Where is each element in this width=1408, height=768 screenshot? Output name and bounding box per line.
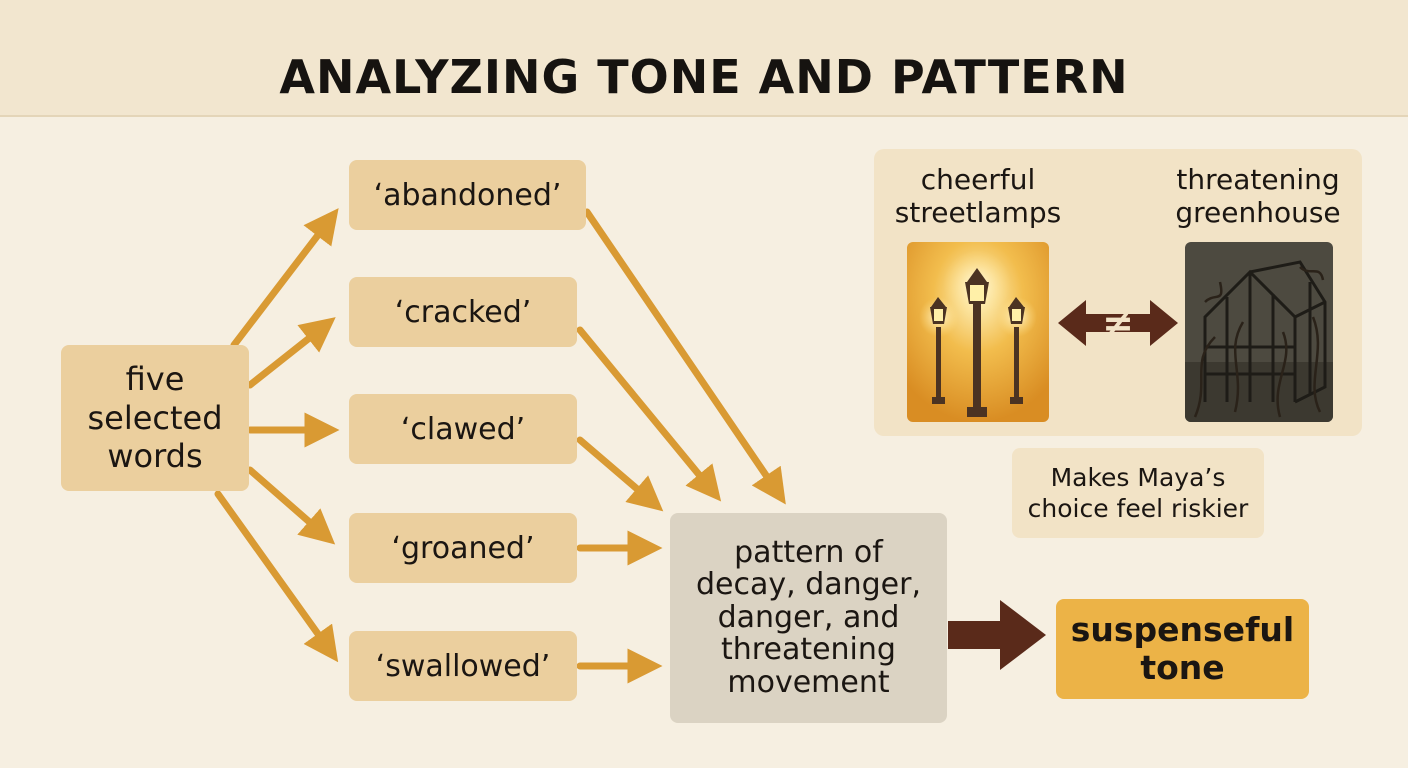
arrow-clawed-to-pattern [576,436,664,512]
streetlamps-label-line: streetlamps [894,196,1062,230]
pattern-line: movement [727,664,890,700]
header-band [0,0,1408,117]
word-box-clawed: ‘clawed’ [349,394,577,464]
streetlamps-image [907,242,1049,422]
five-selected-words-box: five selected words [61,345,249,491]
greenhouse-label-line: threatening [1176,163,1340,196]
result-line: suspenseful [1070,610,1295,650]
pattern-line: threatening [721,632,896,668]
word-box-groaned: ‘groaned’ [349,513,577,583]
note-line: Makes Maya’s [1050,462,1226,492]
suspenseful-tone-box: suspenseful tone [1056,599,1309,699]
word-box-cracked: ‘cracked’ [349,277,577,347]
pattern-box: pattern of decay, danger, danger, and th… [670,513,947,723]
word-box-abandoned: ‘abandoned’ [349,160,586,230]
source-line: five [125,360,185,399]
note-line: choice feel riskier [1027,494,1249,523]
arrow-source-to-swallowed [214,490,339,663]
result-line: tone [1140,648,1225,687]
pattern-line: decay, danger, [695,567,921,603]
page-title: ANALYZING TONE AND PATTERN [279,50,1129,104]
not-equal-icon: ≠ [1102,301,1134,345]
arrow-source-to-cracked [246,317,336,389]
arrow-pattern-to-result [948,600,1046,670]
greenhouse-label-line: greenhouse [1175,196,1341,230]
streetlamps-label: cheerful streetlamps [880,163,1076,229]
risk-note-box: Makes Maya’s choice feel riskier [1012,448,1264,538]
arrow-abandoned-to-pattern [583,208,786,505]
source-line: selected [87,398,223,437]
pattern-line: pattern of [734,535,883,571]
word-box-swallowed: ‘swallowed’ [349,631,577,701]
source-line: words [107,437,203,476]
not-equal-arrow [1058,300,1178,346]
arrow-cracked-to-pattern [576,326,722,502]
streetlamps-label-line: cheerful [920,163,1036,196]
greenhouse-label: threatening greenhouse [1160,163,1356,229]
greenhouse-image [1185,242,1333,422]
pattern-line: danger, and [717,599,900,635]
arrow-source-to-groaned [246,466,336,545]
arrow-source-to-abandoned [230,208,339,349]
